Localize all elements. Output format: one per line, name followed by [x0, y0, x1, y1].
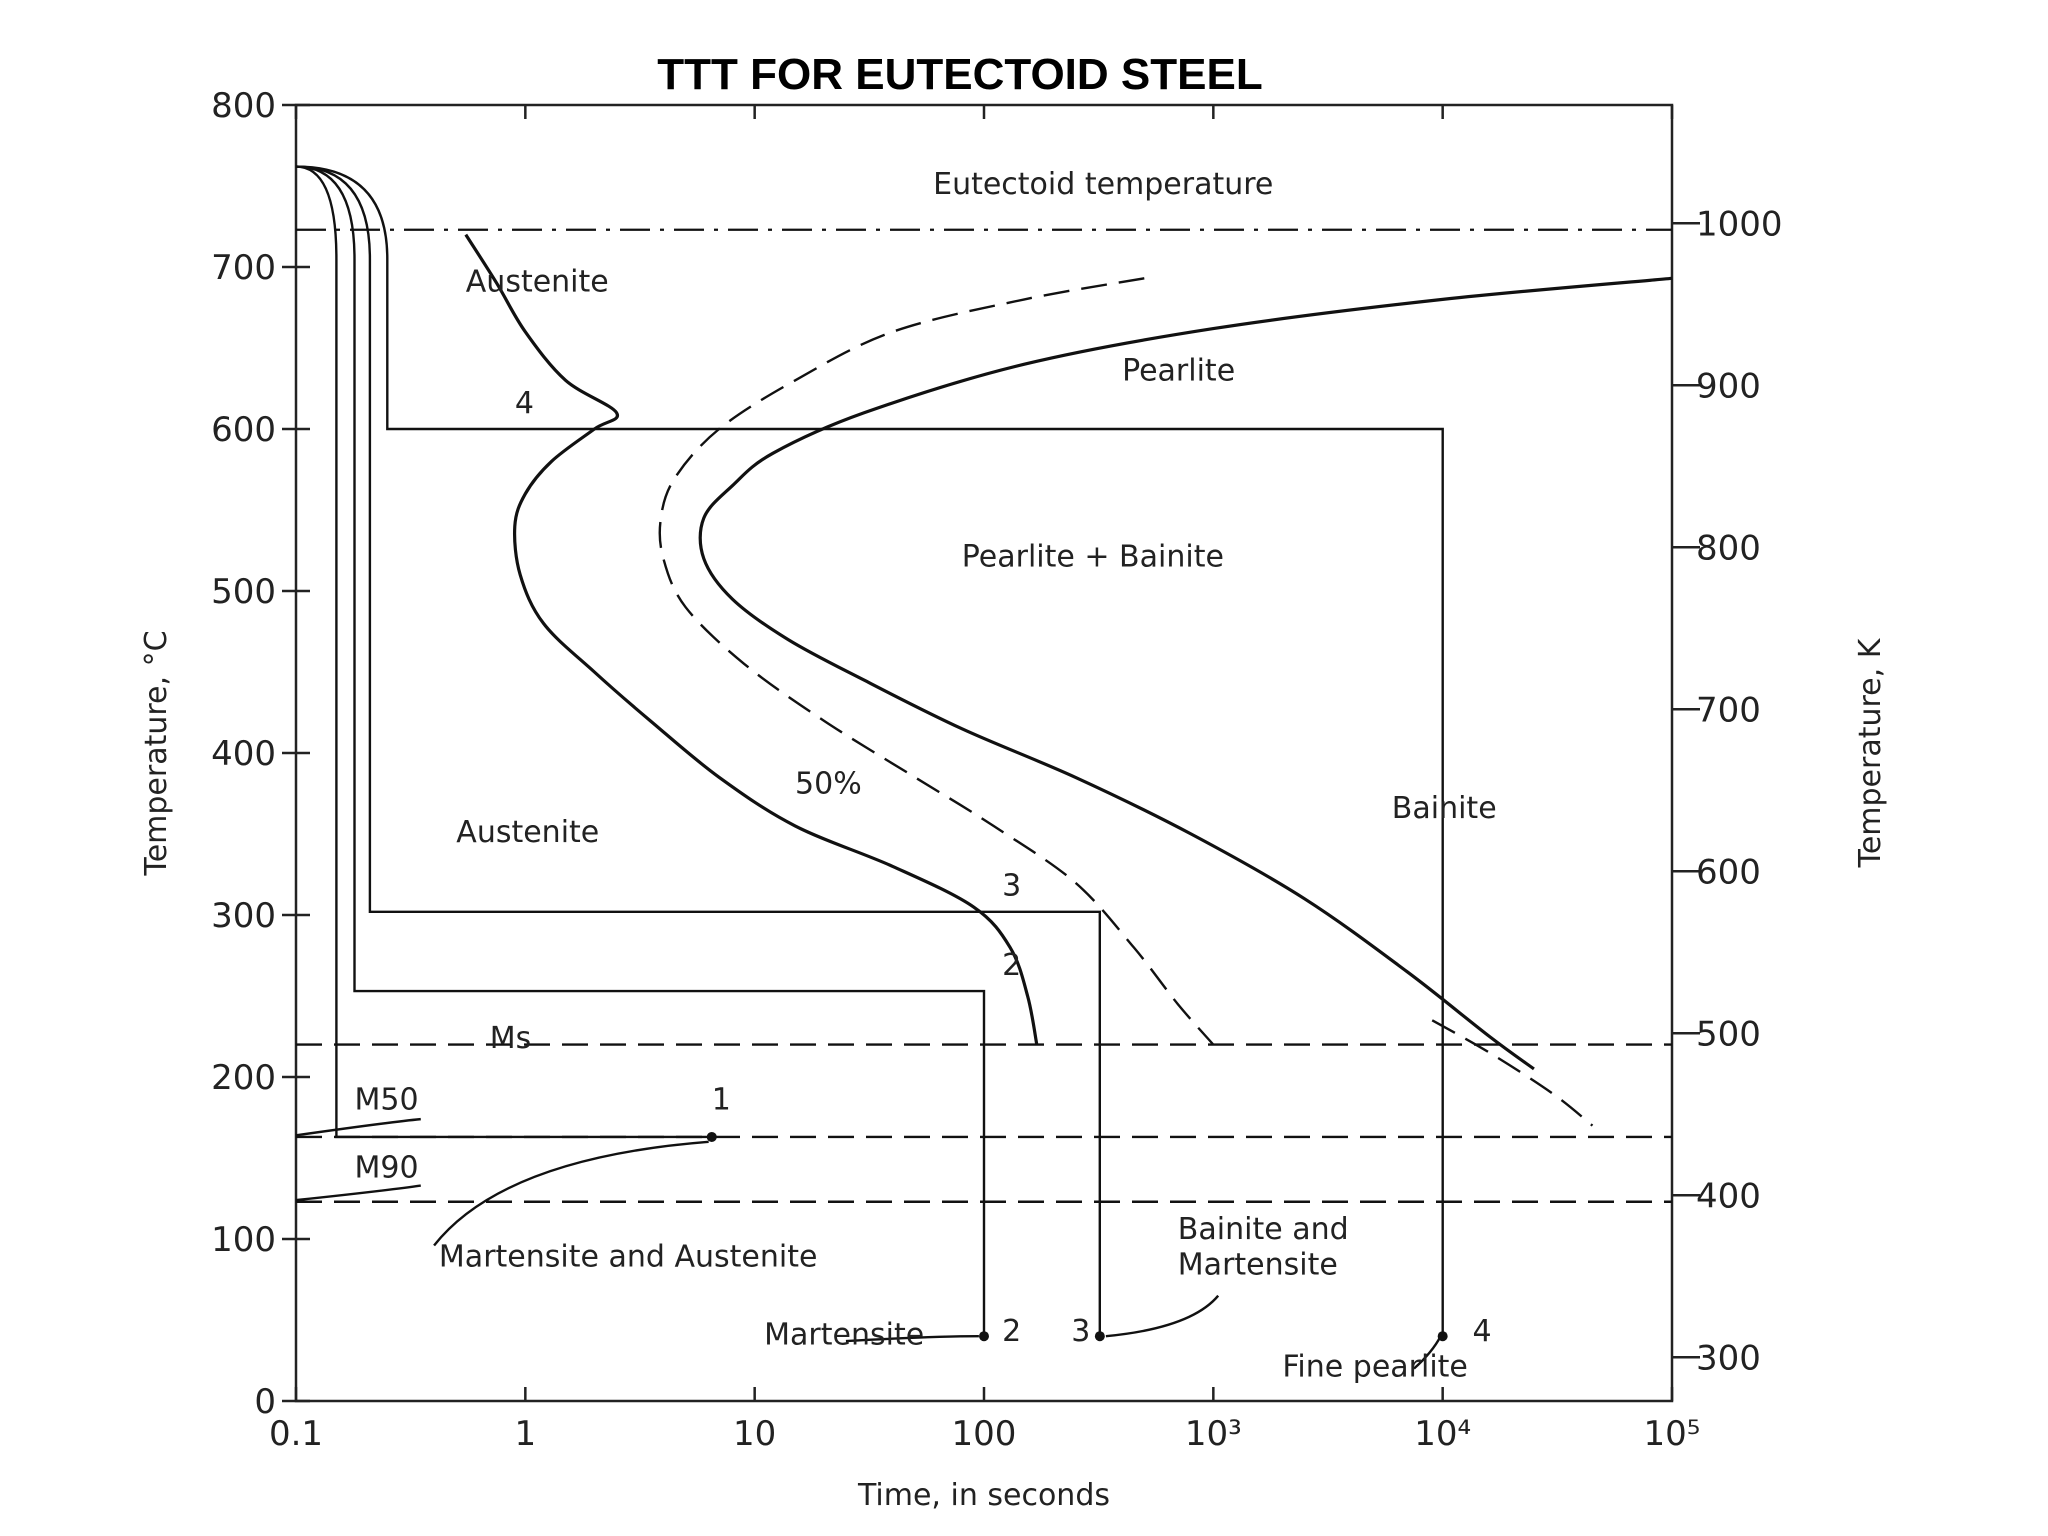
annotation-m50: M50: [355, 1082, 419, 1117]
annotation-bainite-and: Bainite and: [1178, 1212, 1349, 1247]
ttt-curve-1: [464, 233, 1039, 1045]
x-tick-label: 10³: [1185, 1414, 1242, 1454]
y-axis-label: Temperature, °C: [139, 630, 174, 876]
y-axis-label-right: Temperature, K: [1853, 637, 1888, 868]
cooling-paths: [295, 165, 1448, 1370]
ttt-curve-2: [658, 277, 1215, 1046]
annotation-austenite: Austenite: [456, 815, 599, 850]
annotation-martensite: Martensite: [1178, 1248, 1338, 1283]
x-tick-label: 10⁴: [1414, 1414, 1471, 1454]
annotation-fine-pearlite: Fine pearlite: [1282, 1350, 1468, 1385]
annotation-1: 1: [712, 1082, 731, 1117]
y-right-tick-label: 300: [1696, 1338, 1761, 1378]
chart-title: TTT FOR EUTECTOID STEEL: [657, 50, 1263, 99]
annotation-eutectoid-temperature: Eutectoid temperature: [933, 167, 1273, 202]
arrow-m50: [295, 1117, 421, 1137]
x-axis-label: Time, in seconds: [857, 1478, 1110, 1513]
annotation-martensite: Martensite: [764, 1317, 924, 1352]
y-tick-label: 600: [211, 410, 276, 450]
ttt-curve-dashed-tail: [1431, 1019, 1594, 1127]
annotation-2: 2: [1002, 948, 1021, 983]
y-right-tick-label: 500: [1696, 1014, 1761, 1054]
annotation-4: 4: [515, 386, 534, 421]
annotation-martensite-and-austenite: Martensite and Austenite: [439, 1240, 818, 1275]
annotation-m90: M90: [355, 1150, 419, 1185]
y-tick-label: 700: [211, 248, 276, 288]
annotation-pearlite-bainite: Pearlite + Bainite: [962, 540, 1224, 575]
y-tick-label: 300: [211, 896, 276, 936]
arrow-fine-pearlite: [1413, 1335, 1442, 1370]
x-tick-label: 10: [733, 1414, 776, 1454]
y-right-tick-label: 800: [1696, 528, 1761, 568]
plot-axes: [282, 103, 1700, 1403]
annotation-austenite: Austenite: [466, 264, 609, 299]
arrow-martensite: [845, 1335, 979, 1343]
y-tick-label: 100: [211, 1220, 276, 1260]
y-tick-label: 500: [211, 572, 276, 612]
x-tick-label: 100: [952, 1414, 1017, 1454]
annotation-ms: Ms: [490, 1021, 532, 1056]
cooling-path-4: [295, 165, 1444, 1337]
arrow-m90: [295, 1184, 421, 1202]
annotation-50-: 50%: [795, 767, 862, 802]
annotation-2: 2: [1002, 1314, 1021, 1349]
ttt-curve-3: [698, 276, 1673, 1071]
tick-labels: 0.1 1 10 100 10³ 10⁴ 10⁵ 0 100 200 300 400 500 600 700…: [211, 86, 1782, 1454]
y-right-tick-label: 700: [1696, 690, 1761, 730]
x-tick-label: 0.1: [269, 1414, 323, 1454]
y-tick-label: 800: [211, 86, 276, 126]
y-tick-label: 400: [211, 734, 276, 774]
y-right-tick-label: 1000: [1696, 204, 1783, 244]
y-right-tick-label: 600: [1696, 852, 1761, 892]
annotation-4: 4: [1473, 1314, 1492, 1349]
annotation-bainite: Bainite: [1392, 791, 1497, 826]
cooling-path-endpoint-2: [979, 1331, 989, 1342]
transformation-curves: [464, 233, 1673, 1127]
annotation-pearlite: Pearlite: [1122, 353, 1235, 388]
cooling-path-endpoint-1: [706, 1131, 717, 1142]
y-right-tick-label: 400: [1696, 1176, 1761, 1216]
arrow-bainite-martensite: [1105, 1294, 1220, 1338]
annotation-3: 3: [1002, 869, 1021, 904]
y-right-tick-label: 900: [1696, 366, 1761, 406]
x-tick-label: 10⁵: [1644, 1414, 1701, 1454]
y-tick-label: 200: [211, 1058, 276, 1098]
arrow-martensite-austenite: [433, 1140, 709, 1247]
annotation-3: 3: [1071, 1314, 1090, 1349]
cooling-path-endpoint-3: [1094, 1331, 1105, 1342]
y-tick-label: 0: [254, 1382, 276, 1422]
annotations: Eutectoid temperatureAustenitePearlitePe…: [355, 167, 1497, 1385]
x-tick-label: 1: [515, 1414, 537, 1454]
